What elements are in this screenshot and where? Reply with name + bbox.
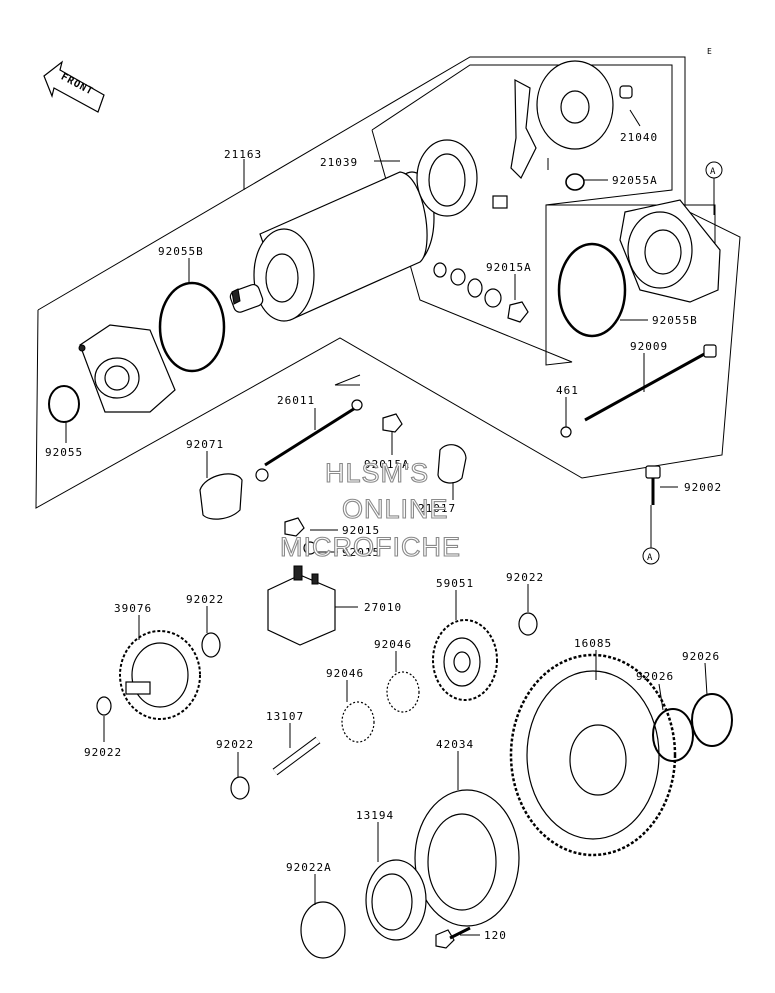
o-ring-92055 [48, 385, 80, 423]
gear-39076 [119, 630, 201, 720]
clutch-13194 [365, 859, 427, 941]
label-92026-b: 92026 [682, 650, 720, 663]
brush-holder [416, 78, 537, 217]
label-92046-b: 92046 [326, 667, 364, 680]
label-120: 120 [484, 929, 507, 942]
label-92055b-left: 92055B [158, 245, 204, 258]
washer-stack [433, 262, 529, 323]
ref-marker-a-bottom: A [642, 505, 660, 565]
o-ring-92055b-left [158, 281, 226, 373]
gear-59051 [432, 619, 498, 701]
bearing-92046-a [386, 671, 420, 713]
label-26011: 26011 [277, 394, 315, 407]
washer-92026-b [691, 693, 733, 747]
washer-92022-top-left [201, 632, 221, 658]
watermark-line-3: MICROFICHE [280, 532, 461, 562]
ref-marker-a-top: A [705, 161, 723, 215]
starter-relay [267, 517, 336, 646]
washer-92022-left [96, 696, 112, 716]
boot-21017 [437, 444, 467, 484]
through-bolt [584, 344, 717, 422]
bearing-92046-b [341, 701, 375, 743]
washer-92022-mid [230, 776, 250, 800]
corner-mark: E [707, 47, 713, 56]
label-92022-bl: 92022 [84, 746, 122, 759]
label-27010: 27010 [364, 601, 402, 614]
label-92015-a: 92015 [342, 524, 380, 537]
label-59051: 59051 [436, 577, 474, 590]
washer-461 [560, 426, 572, 438]
label-39076: 39076 [114, 602, 152, 615]
part-labels: 21163 21039 21040 92055A 92055B 92015A 9… [45, 131, 722, 942]
label-92022a: 92022A [286, 861, 332, 874]
label-92022-top: 92022 [506, 571, 544, 584]
label-16085: 16085 [574, 637, 612, 650]
boot-92071 [199, 473, 243, 520]
cable-26011 [255, 399, 363, 482]
label-92055a: 92055A [612, 174, 658, 187]
label-21039: 21039 [320, 156, 358, 169]
starter-motor [229, 171, 435, 322]
holder-42034 [414, 789, 520, 927]
label-92009: 92009 [630, 340, 668, 353]
o-ring-92055b-right [557, 242, 627, 338]
watermark: HLSM'S ONLINE MICROFICHE [279, 457, 461, 562]
label-21163: 21163 [224, 148, 262, 161]
label-21017: 21017 [418, 502, 456, 515]
watermark-line-1: HLSM'S [325, 458, 429, 488]
brush-plate [536, 60, 633, 170]
gear-16085 [509, 653, 677, 857]
washer-92026-a [652, 708, 694, 762]
washer-92022-right [518, 612, 538, 636]
label-92055: 92055 [45, 446, 83, 459]
label-92022-left: 92022 [186, 593, 224, 606]
label-21040: 21040 [620, 131, 658, 144]
lead-bracket [334, 374, 361, 386]
label-92055b-right: 92055B [652, 314, 698, 327]
svg-text:A: A [647, 553, 653, 563]
nut-92015a [382, 413, 403, 433]
watermark-line-2: ONLINE [342, 494, 449, 524]
bolt-120 [435, 926, 471, 949]
front-arrow-icon [43, 60, 105, 113]
label-92046-a: 92046 [374, 638, 412, 651]
washer-92022a [300, 901, 346, 959]
label-92015a-top: 92015A [486, 261, 532, 274]
svg-text:A: A [710, 167, 716, 177]
leader-lines [65, 109, 708, 936]
bolt-92002 [645, 465, 661, 505]
starter-group-outline [35, 56, 741, 509]
label-92002: 92002 [684, 481, 722, 494]
label-13107: 13107 [266, 710, 304, 723]
front-cover [78, 324, 176, 413]
label-92026-a: 92026 [636, 670, 674, 683]
label-461: 461 [556, 384, 579, 397]
o-ring-92055a [565, 173, 585, 191]
label-42034: 42034 [436, 738, 474, 751]
rear-cover [619, 199, 721, 303]
label-92022-mid: 92022 [216, 738, 254, 751]
label-92071: 92071 [186, 438, 224, 451]
label-92015-b: 92015 [342, 546, 380, 559]
label-92015a-mid: 92015A [364, 458, 410, 471]
label-13194: 13194 [356, 809, 394, 822]
